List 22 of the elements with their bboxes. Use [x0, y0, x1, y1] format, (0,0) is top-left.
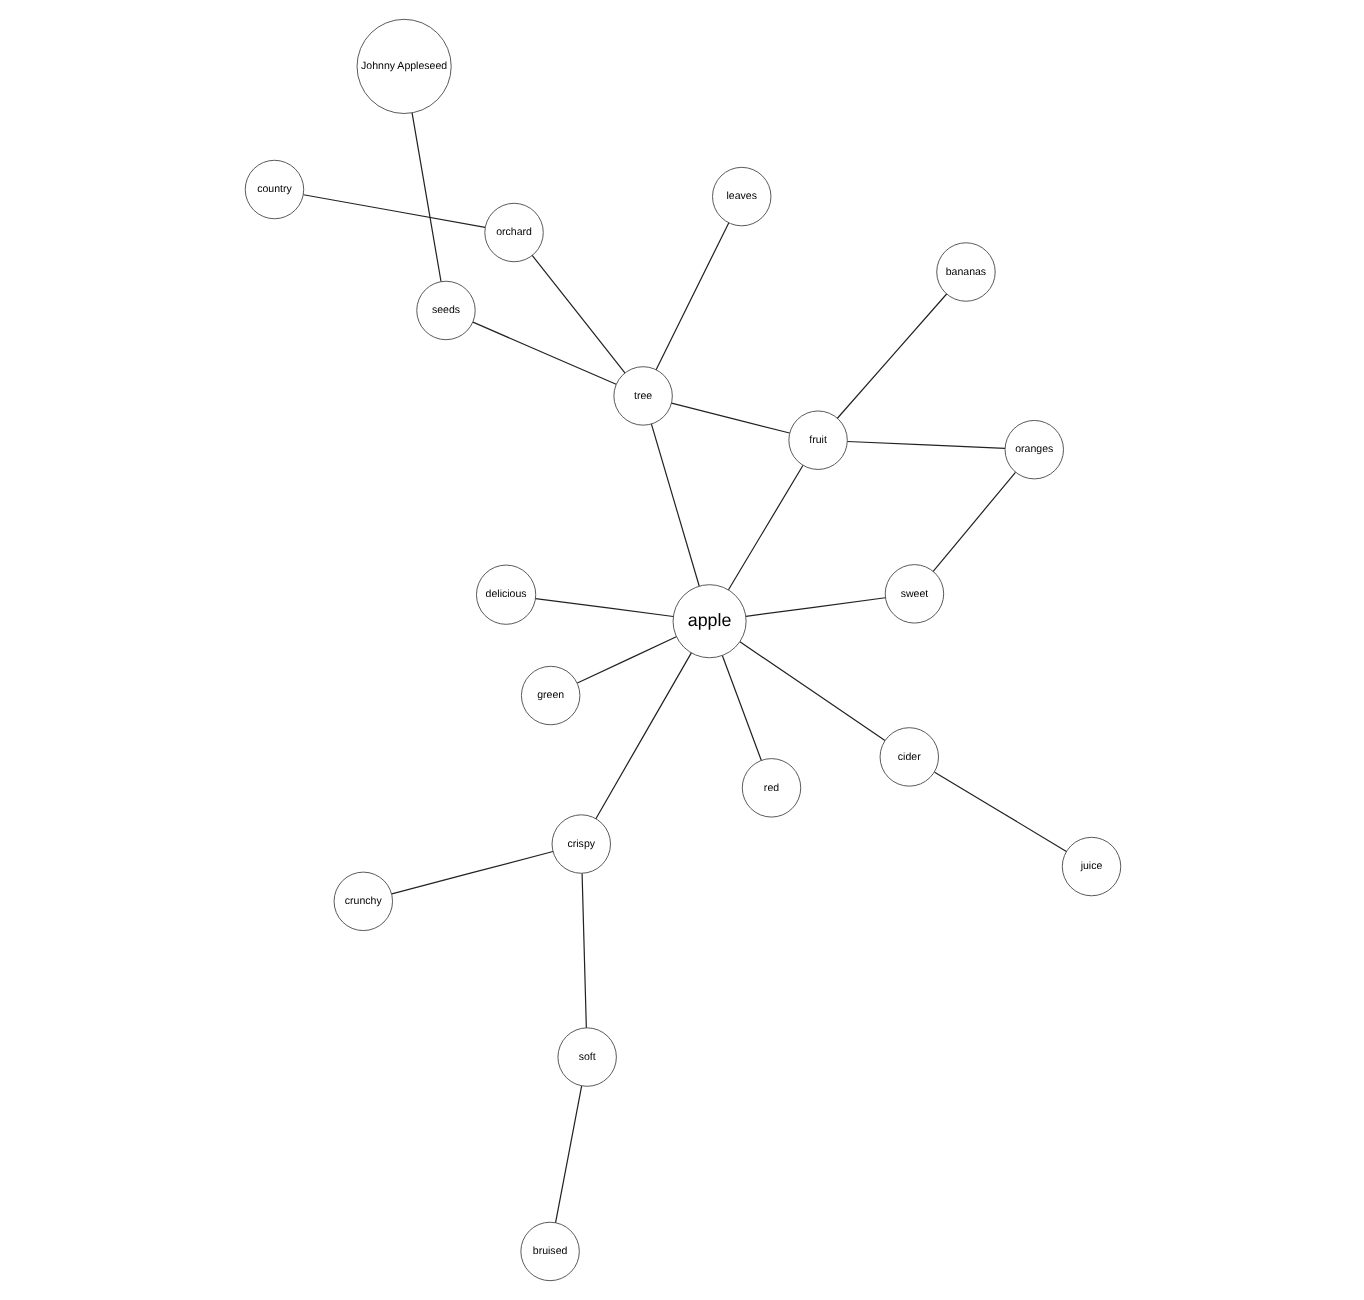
- connector: [301, 194, 485, 228]
- connector: [726, 464, 803, 591]
- connector: [738, 641, 885, 741]
- connector: [835, 293, 947, 419]
- connector: [744, 597, 885, 617]
- connector: [410, 112, 441, 283]
- connector: [670, 402, 790, 434]
- connector: [845, 440, 1005, 449]
- connector: [575, 636, 676, 684]
- connector: [933, 771, 1066, 853]
- connector: [580, 872, 586, 1029]
- connector: [390, 850, 553, 895]
- connector: [720, 655, 761, 761]
- connector: [533, 597, 673, 618]
- connector: [594, 652, 691, 820]
- connector: [553, 1085, 582, 1224]
- connector: [649, 423, 699, 587]
- node-circle: apple: [671, 584, 746, 659]
- connector: [530, 254, 625, 374]
- connector: [654, 222, 729, 371]
- connector: [931, 471, 1016, 572]
- connector: [471, 321, 616, 385]
